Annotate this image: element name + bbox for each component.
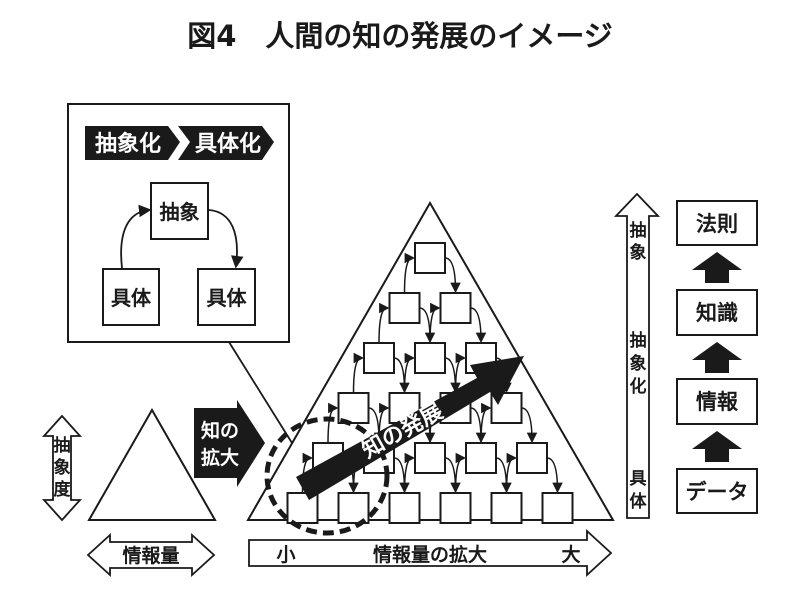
main-pyramid-group: 知の発展 xyxy=(246,200,615,536)
pyramid-box xyxy=(337,392,370,424)
hierarchy-label-information: 情報 xyxy=(696,390,739,414)
diagram-title: 図4 人間の知の発展のイメージ xyxy=(187,19,613,53)
pyramid-link-down xyxy=(470,307,487,344)
abstraction-axis: 抽 象 抽 象 化 具 体 xyxy=(613,192,661,519)
pyramid-box xyxy=(465,442,497,474)
info-expansion-arrow xyxy=(248,528,613,578)
axis-mid-char-1: 抽 xyxy=(630,330,647,351)
concrete-node-left xyxy=(102,268,160,326)
pyramid-link-up xyxy=(454,452,467,494)
expansion-label-line-1: 知の xyxy=(201,419,239,442)
pyramid-link-up xyxy=(505,452,518,494)
hierarchy-box-data xyxy=(676,468,758,514)
pyramid-link-up xyxy=(327,402,339,444)
hierarchy-box-law xyxy=(676,200,758,246)
concretion-curve xyxy=(208,209,244,269)
axis-mid-char-2: 象 xyxy=(630,353,647,374)
concrete-node-right xyxy=(197,268,256,326)
inset-panel: 抽象化 具体化 抽象 具体 具体 xyxy=(67,103,290,343)
hierarchy-arrow-2 xyxy=(692,342,742,373)
expansion-label-line-2: 拡大 xyxy=(201,446,239,469)
concretion-tag xyxy=(178,126,274,160)
axis-large-label: 大 xyxy=(561,543,580,566)
abstraction-degree-char-2: 象 xyxy=(54,457,71,478)
pyramid-box xyxy=(541,492,574,524)
focus-circle xyxy=(264,416,390,536)
pyramid-box xyxy=(388,492,421,524)
dikw-hierarchy: 法則 知識 情報 データ xyxy=(676,200,758,514)
pyramid-box xyxy=(414,242,446,274)
info-expansion-label: 情報量の拡大 xyxy=(373,543,487,566)
info-expansion-axis: 小 情報量の拡大 大 xyxy=(248,528,613,578)
axis-top-char-2: 象 xyxy=(630,242,647,263)
pyramid-link-up xyxy=(352,352,365,394)
small-pyramid-group: 抽 象 度 情報量 xyxy=(41,407,217,578)
pyramid-box xyxy=(363,342,395,374)
concretion-tag-label: 具体化 xyxy=(195,131,261,157)
expansion-arrow-group: 知の 拡大 xyxy=(194,400,265,487)
abstraction-tag-label: 抽象化 xyxy=(95,131,161,157)
abstraction-degree-char-3: 度 xyxy=(54,479,72,500)
pyramid-link-up xyxy=(378,302,390,344)
abstraction-curve xyxy=(120,204,152,269)
development-arrow xyxy=(296,356,524,500)
abstract-node-label: 抽象 xyxy=(160,200,200,224)
abstraction-degree-char-1: 抽 xyxy=(54,435,71,456)
abstraction-degree-arrow xyxy=(41,414,83,522)
pyramid-box xyxy=(286,492,319,524)
concrete-node-left-label: 具体 xyxy=(111,286,152,310)
pyramid-box xyxy=(388,292,421,324)
hierarchy-box-information xyxy=(676,378,758,425)
pyramid-link-up xyxy=(429,302,441,344)
axis-bottom-char-2: 体 xyxy=(630,491,648,512)
small-pyramid xyxy=(87,407,217,521)
info-amount-arrow xyxy=(86,532,216,578)
pyramid-link-up xyxy=(403,452,416,494)
axis-bottom-char-1: 具 xyxy=(629,469,647,489)
pyramid-link-down xyxy=(546,457,563,494)
hierarchy-label-data: データ xyxy=(686,480,749,504)
axis-mid-char-3: 化 xyxy=(630,376,647,397)
pyramid-box xyxy=(490,492,523,524)
pyramid-link-up xyxy=(403,252,416,294)
hierarchy-arrow-3 xyxy=(692,431,742,462)
info-amount-label: 情報量 xyxy=(122,544,179,567)
hierarchy-label-law: 法則 xyxy=(696,212,738,236)
abstraction-axis-arrow xyxy=(613,192,661,519)
pyramid-box xyxy=(337,492,370,524)
pyramid-box xyxy=(414,342,446,374)
hierarchy-arrow-1 xyxy=(692,252,742,283)
pyramid-link-up xyxy=(403,352,416,394)
abstraction-tag xyxy=(85,126,180,160)
axis-small-label: 小 xyxy=(276,544,295,566)
hierarchy-label-knowledge: 知識 xyxy=(696,301,738,325)
axis-top-char-1: 抽 xyxy=(630,220,647,241)
pyramid-link-up xyxy=(480,402,492,444)
pyramid-box xyxy=(414,442,446,474)
pyramid-box xyxy=(516,442,548,474)
abstract-node xyxy=(150,182,209,240)
pyramid-link-up xyxy=(454,352,467,394)
pyramid-box xyxy=(439,292,472,324)
pyramid-box xyxy=(439,492,472,524)
hierarchy-box-knowledge xyxy=(676,289,758,336)
pyramid-link-down xyxy=(521,407,538,444)
expansion-arrow xyxy=(194,400,265,487)
pyramid-link-down xyxy=(444,257,461,294)
concrete-node-right-label: 具体 xyxy=(207,286,248,310)
inset-leader-line xyxy=(228,341,293,444)
